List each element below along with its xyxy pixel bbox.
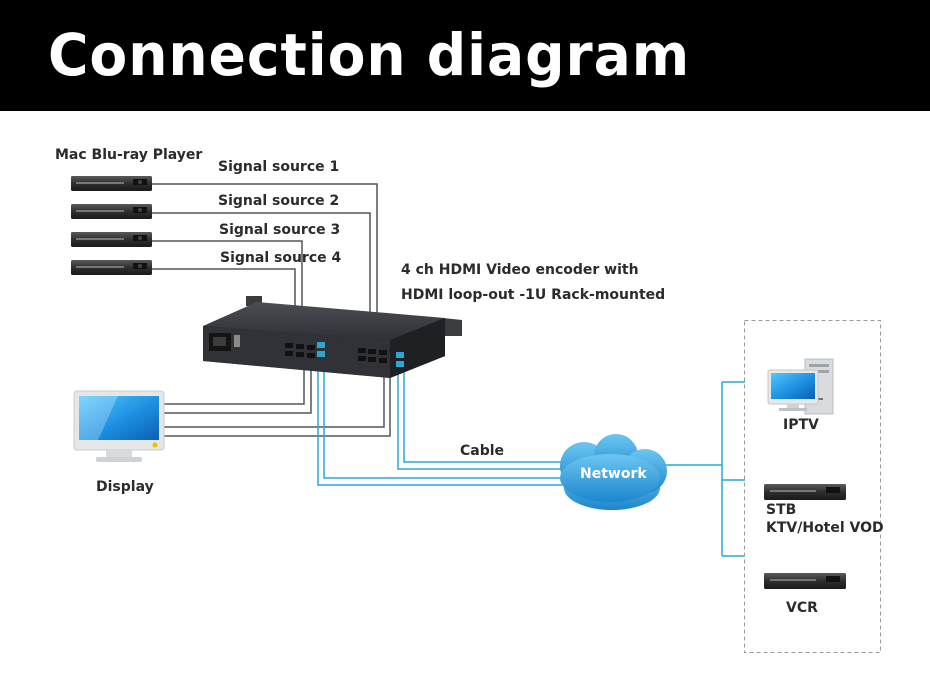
display-line-3	[162, 360, 385, 428]
display-line-1	[162, 360, 305, 405]
player-2	[71, 204, 152, 219]
network-line-4	[403, 358, 565, 463]
network-line-2	[323, 358, 562, 479]
encoder-label-line2: HDMI loop-out -1U Rack-mounted	[401, 287, 666, 303]
header-banner: Connection diagram	[0, 0, 930, 111]
network-lines	[317, 358, 745, 557]
connection-diagram	[71, 176, 881, 653]
display-line-2	[162, 360, 312, 414]
encoder-label-line1: 4 ch HDMI Video encoder with	[401, 262, 639, 278]
network-label: Network	[580, 466, 647, 482]
display-lines	[162, 360, 391, 437]
set-top-box-icon	[764, 484, 846, 500]
endpoints-box	[744, 320, 881, 653]
ktv-label: KTV/Hotel VOD	[766, 520, 884, 536]
signal-source-4-label: Signal source 4	[220, 250, 342, 266]
signal-source-1-label: Signal source 1	[218, 159, 340, 175]
display-monitor-icon	[73, 390, 165, 462]
vcr-label: VCR	[786, 600, 818, 616]
page-title: Connection diagram	[48, 21, 691, 89]
stb-label: STB	[766, 502, 797, 518]
rack-encoder-icon	[203, 296, 462, 378]
network-cloud-icon	[560, 434, 667, 510]
vcr-icon	[764, 573, 846, 589]
iptv-label: IPTV	[783, 417, 819, 433]
display-line-4	[162, 360, 391, 437]
cable-label: Cable	[460, 443, 505, 459]
network-line-3	[397, 358, 565, 470]
player-4	[71, 260, 152, 275]
signal-source-2-label: Signal source 2	[218, 193, 340, 209]
blu-ray-player-icon	[71, 176, 152, 275]
source-device-label: Mac Blu-ray Player	[55, 147, 203, 163]
signal-line-1	[152, 183, 378, 345]
network-line-1	[317, 358, 562, 486]
signal-source-3-label: Signal source 3	[219, 222, 341, 238]
iptv-computer-icon	[767, 358, 834, 415]
display-label: Display	[96, 479, 154, 495]
signal-line-2	[152, 212, 371, 345]
player-1	[71, 176, 152, 191]
player-3	[71, 232, 152, 247]
